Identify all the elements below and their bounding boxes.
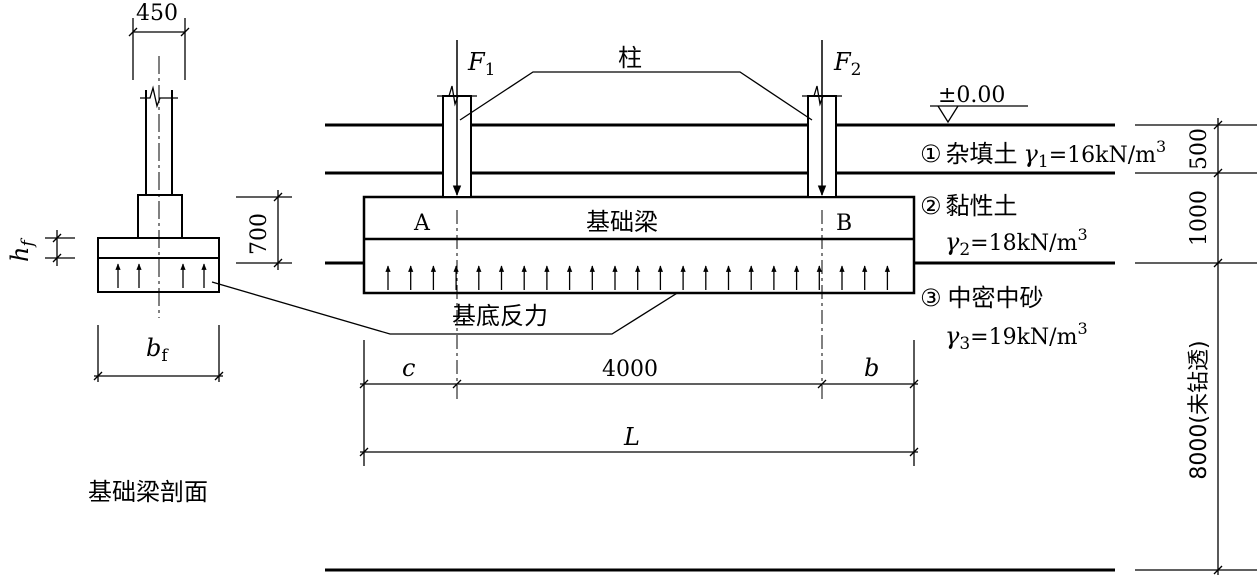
layer2-gamma-label: γ2=18kN/m3 <box>945 225 1088 260</box>
axis-b-label: B <box>836 211 852 236</box>
layer2-thickness-label: 1000 <box>1187 190 1212 246</box>
section-break-mark <box>140 85 178 109</box>
section-web <box>137 194 183 238</box>
layer3-gamma-label: γ3=19kN/m3 <box>945 319 1088 354</box>
dim-b-label: b <box>864 354 879 382</box>
section-hf-label: hf <box>6 238 38 262</box>
section-width-label: 450 <box>136 1 178 26</box>
section-bf-label: bf <box>146 334 169 366</box>
section-width-dimension <box>128 18 190 80</box>
beam-height-label: 700 <box>247 213 272 255</box>
beam-label: 基础梁 <box>586 208 658 236</box>
load-f1-label: F1 <box>467 48 495 80</box>
axis-a-label: A <box>413 211 431 236</box>
reaction-leader-line <box>211 279 699 335</box>
reaction-arrows <box>385 265 891 290</box>
thickness-dimensions <box>1135 118 1257 575</box>
beam-height-dimension <box>236 190 292 270</box>
dim-c-label: c <box>402 354 415 382</box>
section-reaction-arrows <box>115 263 207 288</box>
layer1-thickness-label: 500 <box>1187 128 1212 170</box>
axis-lines <box>456 210 823 400</box>
column-loads <box>452 40 827 197</box>
column-label-leader <box>459 71 813 121</box>
reaction-label: 基底反力 <box>452 302 548 330</box>
columns <box>437 85 842 198</box>
section-caption: 基础梁剖面 <box>88 478 208 506</box>
load-f2-label: F2 <box>833 48 861 80</box>
datum-label: ±0.00 <box>938 83 1005 108</box>
section-hf-dimension <box>45 230 75 266</box>
datum-symbol <box>930 105 1028 124</box>
horizontal-dimensions <box>359 340 919 466</box>
section-bf-dimension <box>93 325 224 382</box>
layer3-thickness-label: 8000(未钻透) <box>1187 340 1212 479</box>
dim-l-label: L <box>623 423 640 451</box>
column-label: 柱 <box>618 44 642 72</box>
section-flange <box>97 237 220 293</box>
section-view <box>45 18 224 382</box>
dim-span-label: 4000 <box>602 357 658 382</box>
